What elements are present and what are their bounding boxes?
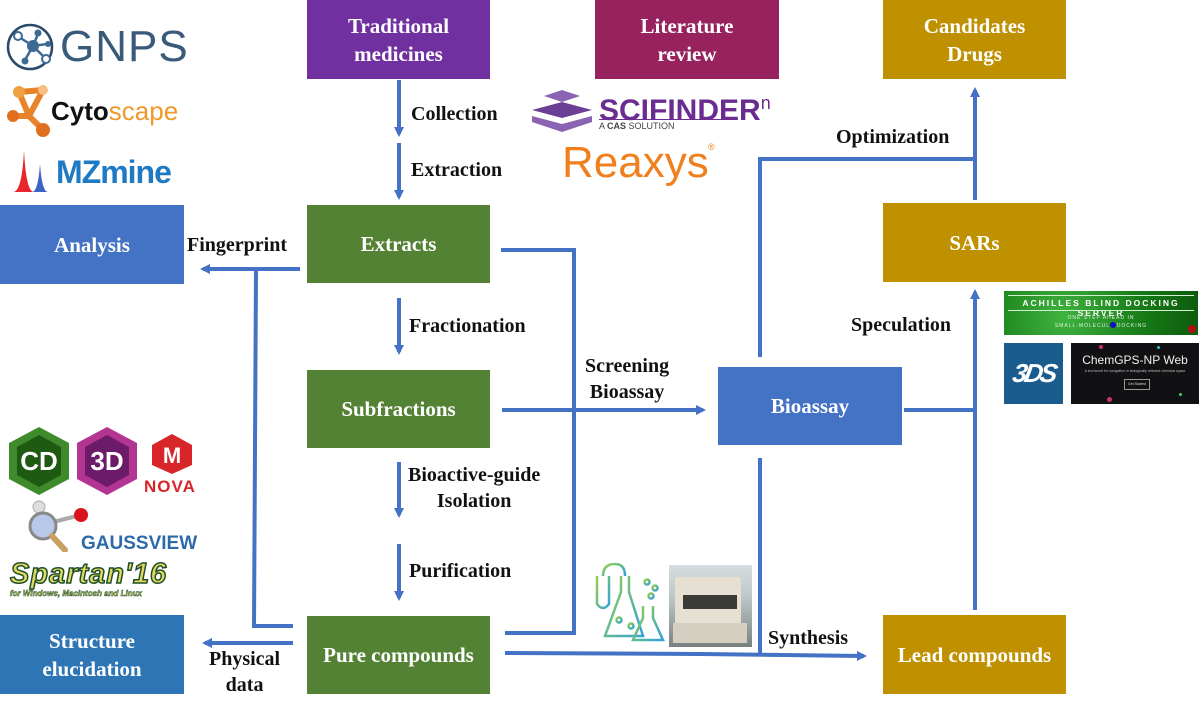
spartan-logo: Spartan'16 for Windows, Macintosh and Li… (9, 557, 210, 602)
node-traditional-medicines: Traditional medicines (307, 0, 490, 79)
achilles-atom-red (1188, 325, 1196, 333)
gnps-text: GNPS (60, 22, 189, 71)
line-pure-to-fingerprint (251, 268, 293, 628)
chemdraw-chem3d-nova-logos: CD 3D M NOVA (5, 425, 205, 500)
label-fingerprint: Fingerprint (187, 234, 287, 256)
network-icon (6, 23, 54, 71)
scifinder-sub-b: CAS (607, 121, 627, 131)
node-analysis: Analysis (0, 205, 184, 284)
label-synthesis: Synthesis (768, 627, 849, 649)
cytoscape-network-icon (7, 85, 50, 137)
chemgps-dot-1 (1099, 345, 1103, 349)
magnifier-molecule-icon (28, 500, 88, 552)
achilles-rule-bottom (1008, 310, 1194, 311)
node-literature-review: Literature review (595, 0, 779, 79)
node-bioassay: Bioassay (718, 367, 902, 445)
scifinder-text: SCIFINDER (599, 94, 761, 127)
chemgps-dot-4 (1179, 393, 1182, 396)
scifinder-sub-a: A (599, 121, 608, 131)
node-extracts: Extracts (307, 205, 490, 283)
mzmine-logo: MZmine (12, 148, 172, 193)
mzmine-text: MZmine (56, 154, 172, 190)
cytoscape-text-b: scape (108, 96, 179, 126)
line-bioassay-to-optimization (758, 157, 975, 357)
chem3d-icon: 3D (77, 427, 137, 495)
label-bioactive-guide-isolation: Bioactive-guide Isolation (408, 464, 541, 512)
chemgps-dot-3 (1107, 397, 1112, 402)
achilles-title: ACHILLES BLIND DOCKING SERVER (1022, 298, 1180, 318)
label-collection: Collection (411, 103, 498, 125)
svg-text:3D: 3D (90, 446, 123, 476)
node-lead-compounds: Lead compounds (883, 615, 1066, 694)
instrument-base (673, 623, 747, 643)
scifinder-sup: n (760, 93, 771, 113)
chemgps-get-started-button[interactable]: Get Started (1124, 379, 1150, 390)
scifinder-logo: SCIFINDERn A CAS SOLUTION (528, 86, 771, 136)
node-sars: SARs (883, 203, 1066, 282)
chemdraw-icon: CD (9, 427, 69, 495)
gaussview-text: GAUSSVIEW (81, 533, 198, 554)
node-candidates-drugs: Candidates Drugs (883, 0, 1066, 79)
dassault-text: 3DS (1010, 358, 1058, 388)
svg-text:CD: CD (20, 446, 58, 476)
achilles-atom-blue (1110, 322, 1116, 328)
label-extraction: Extraction (411, 159, 503, 181)
node-structure-elucidation: Structure elucidation (0, 615, 184, 694)
label-purification: Purification (409, 560, 512, 582)
cytoscape-text-a: Cyto (51, 96, 109, 126)
lab-glassware-icon (583, 562, 665, 646)
scifinder-sub-c: SOLUTION (626, 121, 675, 131)
label-optimization: Optimization (836, 126, 950, 148)
chemgps-subtitle: A tool tuned for navigation in biologica… (1084, 369, 1186, 373)
spartan-subtext: for Windows, Macintosh and Linux (10, 589, 142, 599)
scifinder-stack-icon (532, 90, 592, 132)
line-extracts-to-screening (501, 248, 576, 635)
achilles-subtitle-1: ONE STEP AHEAD IN (1067, 315, 1135, 321)
chemgps-title: ChemGPS-NP Web (1082, 353, 1188, 367)
nova-text: NOVA (144, 477, 196, 496)
instrument-photo (669, 565, 752, 647)
achilles-subtitle-2: SMALL-MOLECULE DOCKING (1054, 323, 1148, 329)
chemgps-dot-2 (1157, 346, 1160, 349)
node-subfractions: Subfractions (307, 370, 490, 448)
svg-text:M: M (163, 443, 181, 468)
nova-mark-icon: M (152, 434, 192, 474)
label-screening-bioassay: Screening Bioassay (585, 355, 670, 403)
label-fractionation: Fractionation (409, 315, 526, 337)
gaussview-logo: GAUSSVIEW (25, 500, 200, 558)
scifinder-divider (599, 119, 729, 120)
arrow-synthesis (504, 650, 867, 661)
spartan-text: Spartan'16 (9, 557, 168, 591)
label-speculation: Speculation (851, 314, 952, 336)
instrument-slot (683, 595, 737, 609)
node-pure-compounds: Pure compounds (307, 616, 490, 694)
reaxys-logo: Reaxys® (562, 138, 732, 188)
gnps-logo: GNPS (5, 22, 188, 72)
label-physical-data: Physical data (209, 648, 281, 696)
spectrum-peaks-icon (13, 150, 48, 192)
cytoscape-logo: Cytoscape (5, 80, 180, 140)
dassault-3ds-logo: 3DS (1004, 343, 1063, 404)
achilles-rule-top (1008, 295, 1194, 296)
reaxys-text: Reaxys (562, 138, 709, 187)
chemgps-np-banner: ChemGPS-NP Web A tool tuned for navigati… (1071, 343, 1199, 404)
reaxys-registered: ® (708, 142, 715, 152)
achilles-docking-banner: ACHILLES BLIND DOCKING SERVER ONE STEP A… (1004, 291, 1198, 335)
